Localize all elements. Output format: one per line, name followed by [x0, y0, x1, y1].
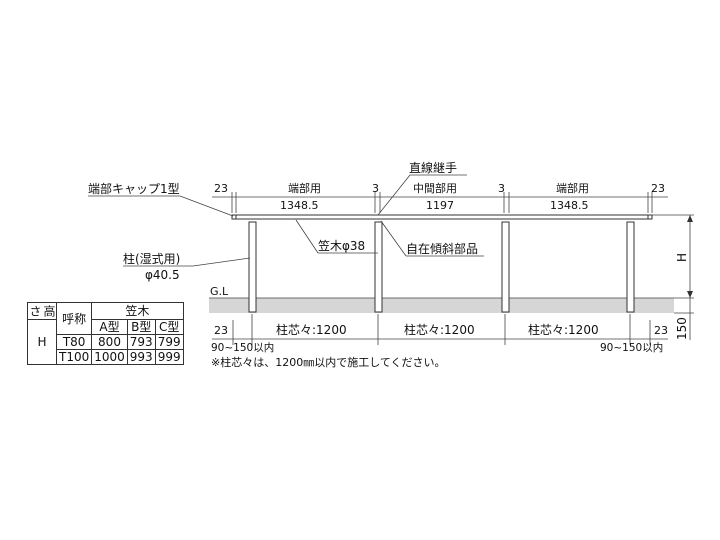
post-2: [374, 221, 383, 313]
beam-leader-diag: [295, 219, 319, 254]
top-end-right-label: 端部用: [556, 181, 589, 195]
post-3: [501, 221, 510, 313]
tilt-part-label: 自在傾斜部品: [406, 241, 478, 256]
top-rail: [235, 214, 649, 220]
post-name-label: 柱(湿式用): [123, 251, 180, 266]
table-cell: 993: [126, 349, 156, 365]
end-cap-right: [647, 214, 653, 220]
table-col-a: A型: [91, 319, 128, 335]
bottom-right-offset: 23: [654, 324, 668, 337]
table-row-name: T100: [55, 349, 93, 365]
table-cell: 799: [154, 334, 184, 350]
bottom-dimension: [212, 314, 668, 345]
straight-joint-label: 直線継手: [409, 160, 457, 175]
ground-band: [209, 298, 674, 313]
table-name-header: 呼称: [55, 302, 93, 335]
depth-label: 150: [675, 317, 689, 340]
bottom-span-2: 柱芯々:1200: [404, 322, 475, 337]
spec-table: 高さ 呼称 笠木 H A型 B型 C型 T80 800 793 799 T100…: [27, 302, 184, 365]
bottom-span-3: 柱芯々:1200: [528, 322, 599, 337]
top-middle-label: 中間部用: [413, 181, 457, 195]
height-label: H: [675, 253, 689, 262]
top-end-left-value: 1348.5: [280, 199, 319, 212]
right-range-label: 90~150以内: [600, 341, 663, 354]
top-gap-1: 3: [372, 182, 379, 195]
top-dimension: [212, 192, 668, 213]
post-4: [626, 221, 635, 313]
construction-note: ※柱芯々は、1200㎜以内で施工してください。: [211, 355, 446, 369]
bottom-left-offset: 23: [214, 324, 228, 337]
post-1: [248, 221, 257, 313]
beam-label: 笠木φ38: [318, 238, 365, 253]
left-range-label: 90~150以内: [211, 341, 274, 354]
height-dimension: [652, 214, 694, 299]
table-row-name: T80: [55, 334, 93, 350]
table-cell: 800: [91, 334, 128, 350]
table-col-c: C型: [154, 319, 184, 335]
table-col-b: B型: [126, 319, 156, 335]
top-middle-value: 1197: [426, 199, 454, 212]
top-edge-left: 23: [214, 182, 228, 195]
table-row: T100 1000 993 999: [28, 349, 184, 365]
post-diameter-label: φ40.5: [145, 268, 180, 282]
table-group-header: 笠木: [91, 302, 184, 320]
tilt-part-leader-diag: [380, 220, 407, 257]
bottom-span-1: 柱芯々:1200: [276, 322, 347, 337]
end-cap-label: 端部キャップ1型: [88, 181, 180, 196]
table-height-symbol: H: [27, 319, 57, 365]
top-gap-2: 3: [498, 182, 505, 195]
table-cell: 999: [154, 349, 184, 365]
top-end-right-value: 1348.5: [550, 199, 589, 212]
table-height-group: 高さ: [27, 302, 57, 320]
depth-dimension: [674, 298, 694, 340]
table-cell: 793: [126, 334, 156, 350]
end-cap-leader-diag: [179, 195, 234, 217]
post-leader-diag: [192, 257, 251, 267]
straight-joint-leader-diag: [377, 174, 411, 216]
ground-label: G.L: [210, 285, 229, 298]
top-edge-right: 23: [651, 182, 665, 195]
table-cell: 1000: [91, 349, 128, 365]
top-end-left-label: 端部用: [288, 181, 321, 195]
end-cap-left: [231, 214, 237, 220]
